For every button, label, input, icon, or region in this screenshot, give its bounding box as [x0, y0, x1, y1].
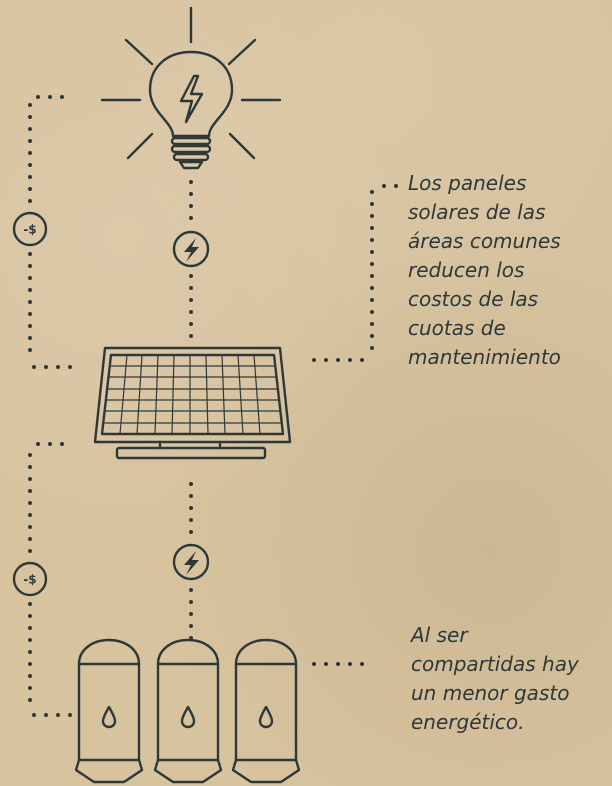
lower-cost-loop: [28, 442, 72, 717]
cost-reduction-icon: -$: [12, 561, 48, 597]
lightning-bolt-icon: [172, 543, 210, 581]
connector-tanks-to-caption: [312, 662, 364, 666]
connector-panel-to-caption: [312, 184, 398, 362]
water-drop-icon: [101, 705, 117, 729]
solar-panel-icon: [93, 346, 292, 460]
water-tank-icon: [231, 638, 301, 784]
cost-reduction-label: -$: [23, 223, 36, 237]
water-tank-icon: [153, 638, 223, 784]
cost-reduction-icon: -$: [12, 211, 48, 247]
connector-panel-to-tanks: [189, 482, 193, 640]
water-tank-icon: [74, 638, 144, 784]
cost-reduction-label: -$: [23, 573, 36, 587]
upper-cost-loop: [28, 95, 72, 369]
light-bulb-icon: [100, 6, 282, 170]
solar-panels-benefit-caption: Los paneles solares de las áreas comunes…: [408, 171, 561, 369]
connector-bulb-to-panel: [189, 180, 193, 338]
water-drop-icon: [258, 705, 274, 729]
lightning-bolt-icon: [172, 230, 210, 268]
water-drop-icon: [180, 705, 196, 729]
shared-tanks-benefit-caption: Al ser compartidas hay un menor gasto en…: [411, 623, 579, 734]
